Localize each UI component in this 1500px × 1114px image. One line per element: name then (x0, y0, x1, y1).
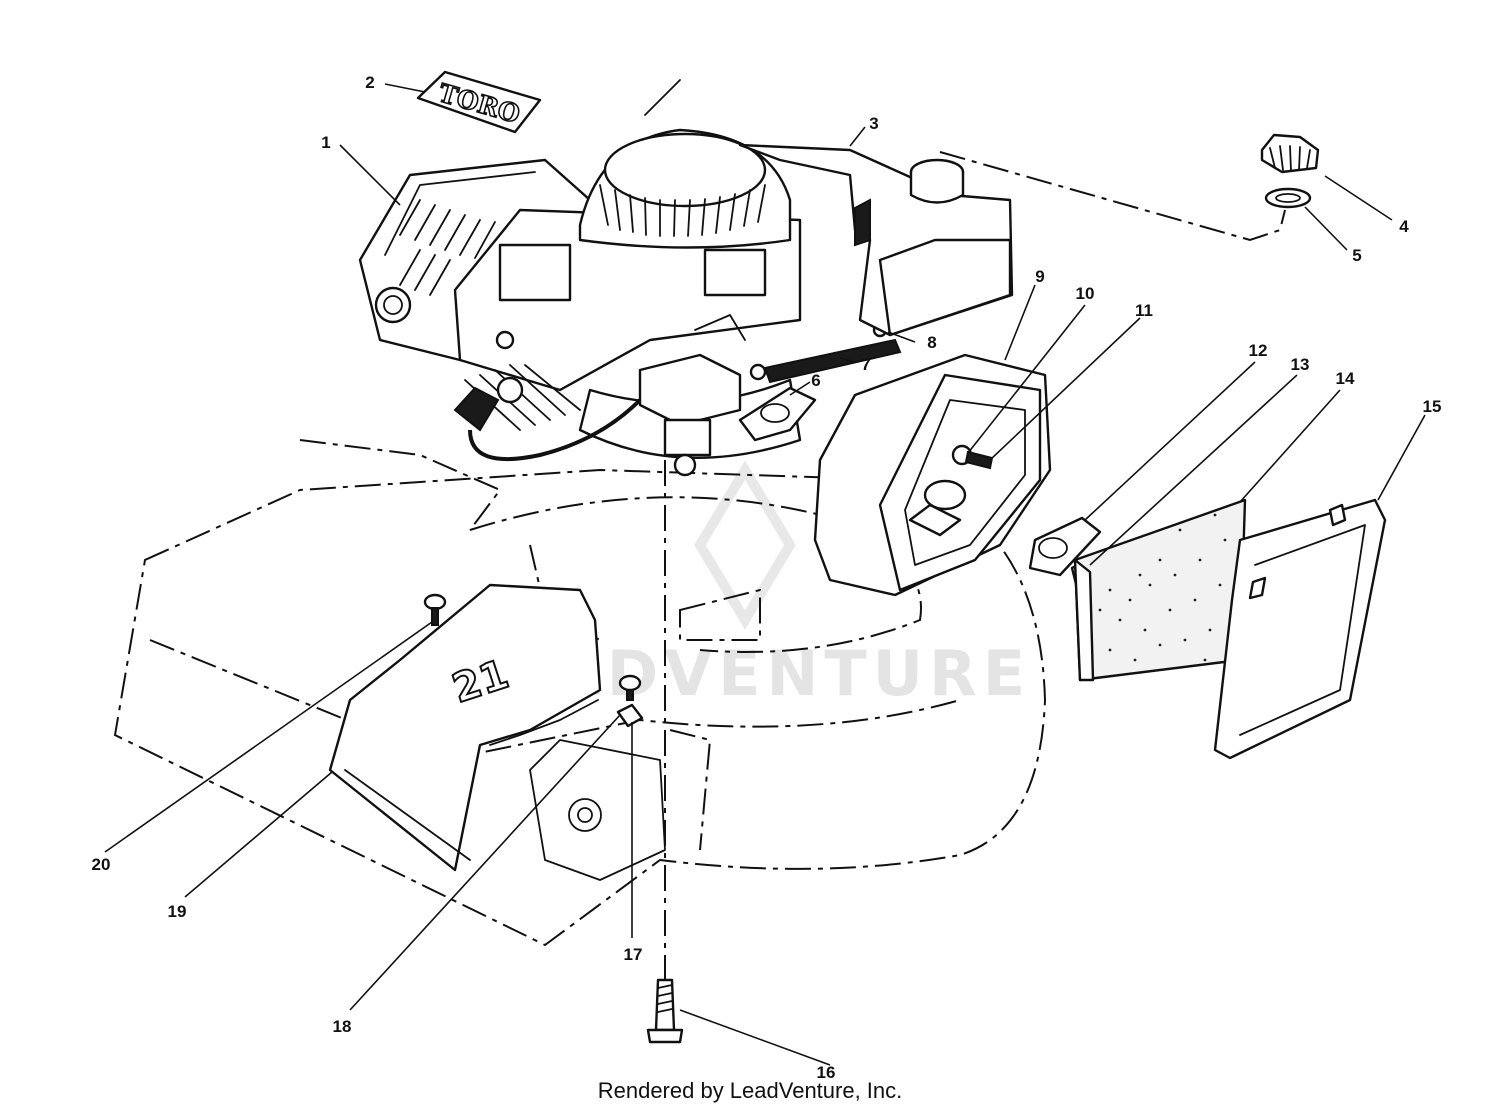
fuel-cap (1260, 133, 1320, 174)
leader-lines (104, 83, 1426, 1066)
callout-5: 5 (1352, 246, 1361, 265)
callout-16: 16 (817, 1063, 836, 1082)
fuel-tank (738, 143, 1014, 337)
callout-2: 2 (365, 73, 374, 92)
callout-14: 14 (1336, 369, 1355, 388)
hood-clip (616, 703, 644, 728)
callout-11: 11 (1135, 301, 1153, 320)
callout-20: 20 (92, 855, 111, 874)
callout-9: 9 (1035, 267, 1044, 286)
callout-13: 13 (1291, 355, 1310, 374)
engine-block (453, 79, 802, 459)
discharge-hood: 21 (328, 583, 602, 872)
callout-1: 1 (321, 133, 330, 152)
spark-plug-boot (453, 386, 500, 432)
callout-19: 19 (168, 902, 187, 921)
watermark-logo-icon (694, 460, 796, 630)
breather-tube-clamp (749, 363, 767, 381)
fuel-cap-gasket (1264, 187, 1312, 209)
air-cleaner-screw (964, 450, 994, 470)
air-cleaner-body (813, 353, 1052, 597)
brand-decal: TORO (416, 70, 542, 134)
hood-bolt (618, 674, 642, 701)
callout-10: 10 (1076, 284, 1095, 303)
carburetor-gasket (738, 386, 817, 442)
breather-tube (763, 338, 902, 384)
fuel-cap-assembly-line (939, 151, 1286, 242)
callout-18: 18 (333, 1017, 352, 1036)
carburetor (638, 314, 746, 477)
callout-6: 6 (811, 371, 820, 390)
callout-12: 12 (1249, 341, 1268, 360)
callout-labels: 1 2 3 4 5 6 7 8 9 10 11 12 13 14 15 16 1… (92, 73, 1442, 1082)
deck-bracket (529, 739, 666, 881)
callout-17: 17 (624, 945, 643, 964)
hood-screw (423, 593, 447, 626)
air-filter-element (1073, 498, 1247, 682)
blade-bolt (646, 978, 684, 1044)
air-cleaner-gasket (1028, 516, 1102, 577)
air-filter-cover (1213, 498, 1387, 760)
callout-4: 4 (1399, 217, 1409, 236)
render-credit: Rendered by LeadVenture, Inc. (597, 1078, 903, 1103)
callout-7: 7 (861, 355, 870, 374)
callout-8: 8 (927, 333, 936, 352)
spark-plug (496, 376, 524, 404)
callout-3: 3 (869, 114, 878, 133)
callout-15: 15 (1423, 397, 1442, 416)
spark-plug-wire (468, 398, 642, 462)
